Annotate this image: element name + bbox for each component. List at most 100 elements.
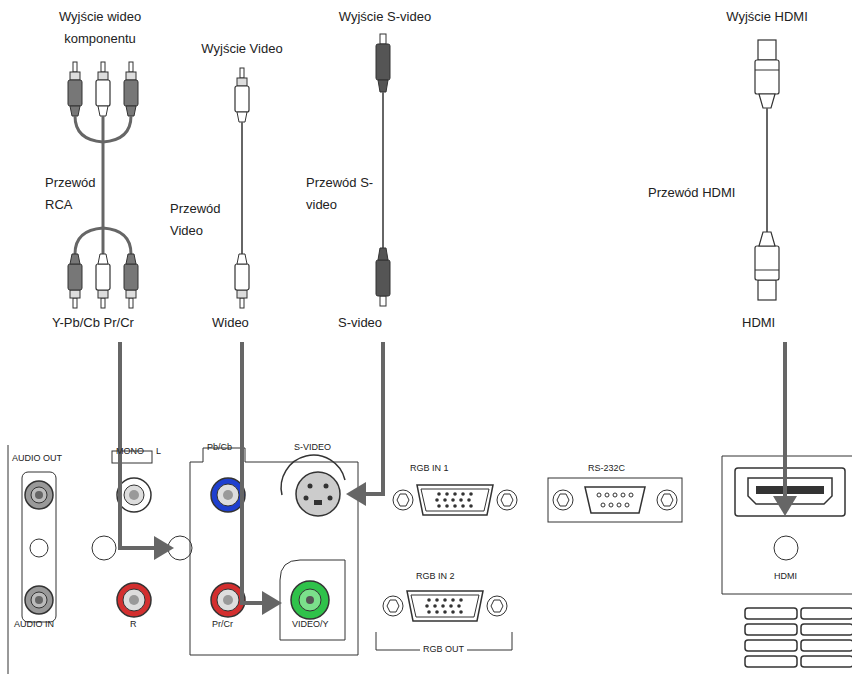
drawing-part bbox=[190, 448, 358, 655]
drawing-part bbox=[242, 342, 278, 603]
cable-label: Przewód Video bbox=[170, 198, 234, 242]
drawing-part bbox=[657, 490, 677, 510]
drawing-part bbox=[748, 478, 832, 504]
drawing-part bbox=[625, 503, 629, 507]
port-label: RGB IN 2 bbox=[416, 570, 455, 582]
cable-label: Wideo bbox=[212, 312, 282, 334]
drawing-part bbox=[22, 472, 56, 622]
port-label: AUDIO OUT bbox=[12, 452, 62, 464]
drawing-part bbox=[557, 494, 569, 506]
drawing-part bbox=[735, 468, 845, 516]
drawing-part bbox=[801, 624, 852, 635]
cable-label: HDMI bbox=[742, 312, 822, 334]
drawing-part bbox=[548, 478, 682, 522]
cable-label: Wyjście wideo komponentu bbox=[48, 6, 152, 50]
drawing-part bbox=[223, 490, 233, 500]
drawing-part bbox=[124, 254, 138, 308]
drawing-part bbox=[129, 490, 139, 500]
drawing-part bbox=[168, 536, 192, 560]
drawing-part bbox=[629, 493, 633, 497]
drawing-part bbox=[314, 500, 322, 505]
port-label: S-VIDEO bbox=[294, 441, 331, 453]
drawing-part bbox=[291, 581, 329, 619]
drawing-part bbox=[801, 640, 852, 651]
drawing-part bbox=[617, 503, 621, 507]
drawing-part bbox=[92, 536, 116, 560]
drawing-part bbox=[124, 485, 144, 505]
port-label: HDMI bbox=[772, 570, 799, 582]
port-label: RS-232C bbox=[588, 462, 625, 474]
drawing-part bbox=[304, 496, 309, 501]
drawing-part bbox=[597, 493, 601, 497]
cable-label: Przewód S-video bbox=[306, 172, 376, 216]
drawing-part bbox=[766, 108, 768, 232]
port-label: MONO bbox=[116, 445, 144, 457]
drawing-part bbox=[223, 595, 233, 605]
drawing-part bbox=[8, 445, 9, 674]
drawing-part bbox=[609, 503, 613, 507]
drawing-part bbox=[117, 583, 151, 617]
cable-label: Y-Pb/Cb Pr/Cr bbox=[52, 312, 192, 334]
drawing-part bbox=[774, 536, 798, 560]
drawing-part bbox=[299, 589, 321, 611]
drawing-part bbox=[25, 586, 53, 614]
drawing-part bbox=[382, 92, 384, 248]
drawing-part bbox=[217, 589, 239, 611]
cable-label: Wyjście HDMI bbox=[710, 6, 824, 28]
drawing-part bbox=[657, 490, 677, 510]
drawing-part bbox=[211, 478, 245, 512]
drawing-part bbox=[756, 486, 824, 494]
drawing-part bbox=[241, 122, 243, 254]
drawing-part bbox=[585, 487, 645, 513]
drawing-part bbox=[235, 254, 249, 308]
drawing-part bbox=[35, 596, 43, 604]
s-video-cable bbox=[376, 34, 390, 306]
port-label: VIDEO/Y bbox=[292, 618, 329, 630]
drawing-part bbox=[280, 560, 345, 640]
port-label: AUDIO IN bbox=[14, 618, 54, 630]
drawing-part bbox=[613, 493, 617, 497]
drawing-part bbox=[621, 493, 625, 497]
drawing-part bbox=[68, 62, 82, 116]
drawing-part bbox=[661, 494, 673, 506]
cable-label: Wyjście Video bbox=[190, 38, 294, 60]
drawing-part bbox=[296, 472, 340, 516]
drawing-part bbox=[553, 490, 573, 510]
drawing-part bbox=[117, 478, 151, 512]
drawing-part bbox=[745, 624, 797, 635]
drawing-part bbox=[376, 34, 390, 92]
port-label: L bbox=[156, 445, 161, 457]
drawing-part bbox=[96, 62, 110, 116]
drawing-part bbox=[350, 342, 383, 494]
drawing-part bbox=[102, 116, 105, 258]
drawing-part bbox=[745, 608, 852, 667]
drawing-part bbox=[801, 656, 852, 667]
drawing-part bbox=[306, 596, 314, 604]
cable-label: Wyjście S-video bbox=[330, 6, 440, 28]
drawing-part bbox=[755, 40, 779, 108]
drawing-part bbox=[68, 254, 82, 308]
projector-panel bbox=[8, 445, 852, 674]
drawing-part bbox=[755, 232, 779, 300]
drawing-part bbox=[31, 592, 47, 608]
drawing-part bbox=[120, 342, 170, 548]
connection-arrows bbox=[120, 342, 785, 603]
drawing-part bbox=[745, 656, 797, 667]
drawing-part bbox=[601, 503, 605, 507]
drawing-part bbox=[124, 62, 138, 116]
port-label: Pr/Cr bbox=[212, 618, 233, 630]
drawing-part bbox=[801, 608, 852, 619]
port-label: RGB OUT bbox=[420, 643, 467, 655]
drawing-part bbox=[235, 68, 249, 122]
drawing-part bbox=[35, 491, 43, 499]
port-label: R bbox=[130, 618, 137, 630]
drawing-part bbox=[597, 493, 633, 507]
drawing-part bbox=[96, 254, 110, 308]
drawing-part bbox=[129, 595, 139, 605]
drawing-part bbox=[123, 589, 145, 611]
drawing-part bbox=[376, 248, 390, 306]
drawing-part bbox=[745, 608, 797, 619]
drawing-part bbox=[30, 539, 48, 557]
drawing-part bbox=[324, 484, 329, 489]
